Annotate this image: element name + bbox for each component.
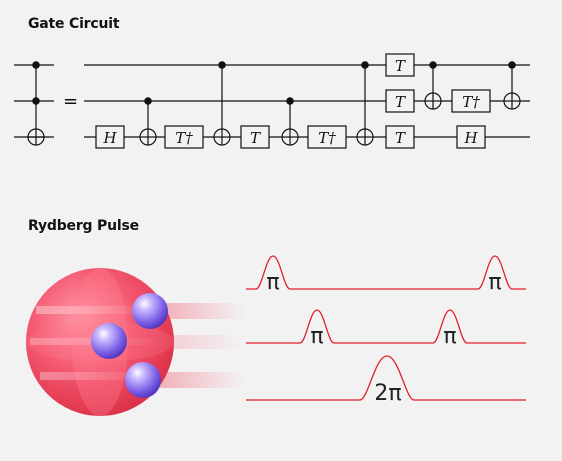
pulse-label-pi: π xyxy=(443,324,456,349)
cnot-control-dot xyxy=(286,97,294,105)
gate-h-box xyxy=(95,125,125,149)
toffoli-control-dot xyxy=(32,61,40,69)
gate-t-label: T xyxy=(395,93,406,111)
pulse-label-pi: π xyxy=(266,270,279,295)
pulse-trace-row3 xyxy=(246,355,526,401)
pulse-trace-row2 xyxy=(246,309,526,344)
gate-t-box xyxy=(385,53,415,77)
atom-sphere xyxy=(91,323,127,359)
rydberg-pulse-title: Rydberg Pulse xyxy=(28,218,139,234)
atom-sphere xyxy=(125,362,161,398)
cnot-control-dot xyxy=(218,61,226,69)
light-streak xyxy=(36,306,156,314)
pulse-label-pi: π xyxy=(488,270,501,295)
laser-beam xyxy=(150,303,245,319)
cnot-control-dot xyxy=(508,61,516,69)
gate-tdag-label: T† xyxy=(318,129,336,147)
cnot-control-dot xyxy=(144,97,152,105)
light-streak xyxy=(40,372,150,380)
gate-t-box xyxy=(385,89,415,113)
laser-beam xyxy=(145,372,245,388)
gate-h-label: H xyxy=(102,129,117,147)
toffoli-symbol xyxy=(14,61,54,146)
pulse-label-pi: π xyxy=(310,324,323,349)
gate-tdag-label: T† xyxy=(175,129,193,147)
gate-h-box xyxy=(456,125,486,149)
decomposed-circuit xyxy=(84,53,530,149)
atom-sphere xyxy=(132,293,168,329)
gate-t-box xyxy=(385,125,415,149)
gate-t-box xyxy=(240,125,270,149)
rydberg-sphere-illustration xyxy=(26,268,245,416)
cnot-control-dot xyxy=(429,61,437,69)
equals-sign: = xyxy=(63,91,78,112)
pulse-trace-row1 xyxy=(246,255,526,290)
gate-tdag-box xyxy=(451,89,491,113)
gate-t-label: T xyxy=(250,129,261,147)
gate-h-label: H xyxy=(463,129,478,147)
gate-tdag-box xyxy=(164,125,204,149)
cnot-control-dot xyxy=(361,61,369,69)
pulse-traces xyxy=(246,255,526,401)
pulse-label-2pi: 2π xyxy=(374,381,401,406)
gate-t-label: T xyxy=(395,129,406,147)
toffoli-control-dot xyxy=(32,97,40,105)
gate-circuit-title: Gate Circuit xyxy=(28,16,120,32)
gate-tdag-label: T† xyxy=(462,93,480,111)
gate-t-label: T xyxy=(395,57,406,75)
gate-tdag-box xyxy=(307,125,347,149)
